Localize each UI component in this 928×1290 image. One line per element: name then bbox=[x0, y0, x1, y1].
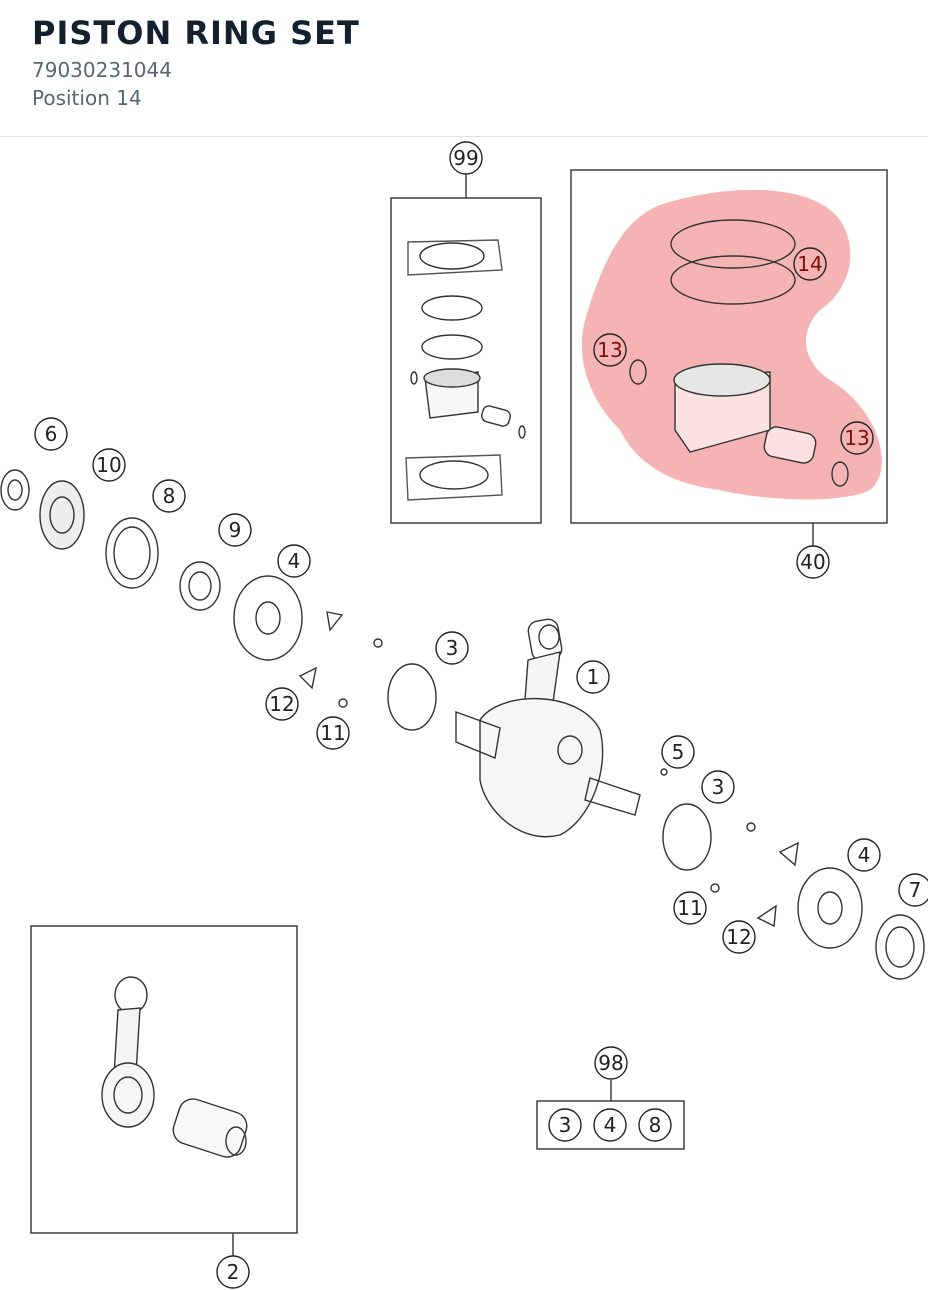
svg-text:5: 5 bbox=[672, 740, 685, 764]
callout-6[interactable]: 6 bbox=[34, 417, 68, 451]
svg-text:12: 12 bbox=[726, 925, 751, 949]
callout-2[interactable]: 2 bbox=[216, 1255, 250, 1289]
position-label: Position 14 bbox=[32, 86, 142, 110]
callout-99[interactable]: 99 bbox=[449, 141, 483, 175]
svg-text:11: 11 bbox=[320, 721, 345, 745]
callout-7[interactable]: 7 bbox=[898, 873, 928, 907]
callout-9[interactable]: 9 bbox=[218, 513, 252, 547]
callout-14[interactable]: 14 bbox=[793, 247, 827, 281]
svg-text:3: 3 bbox=[559, 1113, 572, 1137]
svg-text:99: 99 bbox=[453, 146, 478, 170]
callout-10[interactable]: 10 bbox=[92, 448, 126, 482]
crankshaft bbox=[455, 618, 641, 838]
kit-callout-4[interactable]: 4 bbox=[593, 1108, 627, 1142]
svg-text:4: 4 bbox=[288, 549, 301, 573]
callout-98[interactable]: 98 bbox=[594, 1046, 628, 1080]
svg-text:40: 40 bbox=[800, 550, 825, 574]
svg-text:10: 10 bbox=[96, 453, 121, 477]
svg-text:3: 3 bbox=[712, 775, 725, 799]
svg-text:8: 8 bbox=[649, 1113, 662, 1137]
exploded-parts-diagram: 99 14 13 13 40 6 10 8 9 4 3 1 12 11 5 3 … bbox=[0, 141, 928, 1289]
gasket-kit-box bbox=[390, 174, 542, 524]
bearing-kit-box bbox=[536, 1080, 685, 1150]
svg-text:1: 1 bbox=[587, 665, 600, 689]
svg-text:11: 11 bbox=[677, 896, 702, 920]
svg-text:13: 13 bbox=[597, 338, 622, 362]
callout-5[interactable]: 5 bbox=[661, 735, 695, 769]
page-header: PISTON RING SET 79030231044 Position 14 bbox=[0, 0, 928, 137]
svg-text:3: 3 bbox=[446, 636, 459, 660]
callout-8[interactable]: 8 bbox=[152, 479, 186, 513]
callout-13-left[interactable]: 13 bbox=[593, 333, 627, 367]
svg-text:4: 4 bbox=[604, 1113, 617, 1137]
svg-text:7: 7 bbox=[909, 878, 922, 902]
callout-11-right[interactable]: 11 bbox=[673, 891, 707, 925]
svg-text:14: 14 bbox=[797, 252, 822, 276]
piston-kit-box bbox=[570, 169, 888, 546]
callout-1[interactable]: 1 bbox=[576, 660, 610, 694]
svg-text:6: 6 bbox=[45, 422, 58, 446]
svg-text:2: 2 bbox=[227, 1260, 240, 1284]
svg-text:4: 4 bbox=[858, 843, 871, 867]
part-number: 79030231044 bbox=[32, 58, 172, 82]
callout-13-right[interactable]: 13 bbox=[840, 421, 874, 455]
callout-11-left[interactable]: 11 bbox=[316, 716, 350, 750]
callout-12-right[interactable]: 12 bbox=[722, 920, 756, 954]
parts-left bbox=[0, 469, 437, 731]
callout-12-left[interactable]: 12 bbox=[265, 687, 299, 721]
kit-callout-8[interactable]: 8 bbox=[638, 1108, 672, 1142]
highlight-area bbox=[581, 189, 882, 500]
svg-text:9: 9 bbox=[229, 518, 242, 542]
callout-4-right[interactable]: 4 bbox=[847, 838, 881, 872]
callout-4-left[interactable]: 4 bbox=[277, 544, 311, 578]
callout-40[interactable]: 40 bbox=[796, 545, 830, 579]
svg-text:13: 13 bbox=[844, 426, 869, 450]
parts-right bbox=[660, 768, 925, 980]
callout-3-left[interactable]: 3 bbox=[435, 631, 469, 665]
kit-callout-3[interactable]: 3 bbox=[548, 1108, 582, 1142]
conrod-kit-box bbox=[30, 925, 298, 1256]
callout-3-right[interactable]: 3 bbox=[701, 770, 735, 804]
svg-text:12: 12 bbox=[269, 692, 294, 716]
svg-text:98: 98 bbox=[598, 1051, 623, 1075]
svg-text:8: 8 bbox=[163, 484, 176, 508]
page-title: PISTON RING SET bbox=[32, 14, 360, 52]
